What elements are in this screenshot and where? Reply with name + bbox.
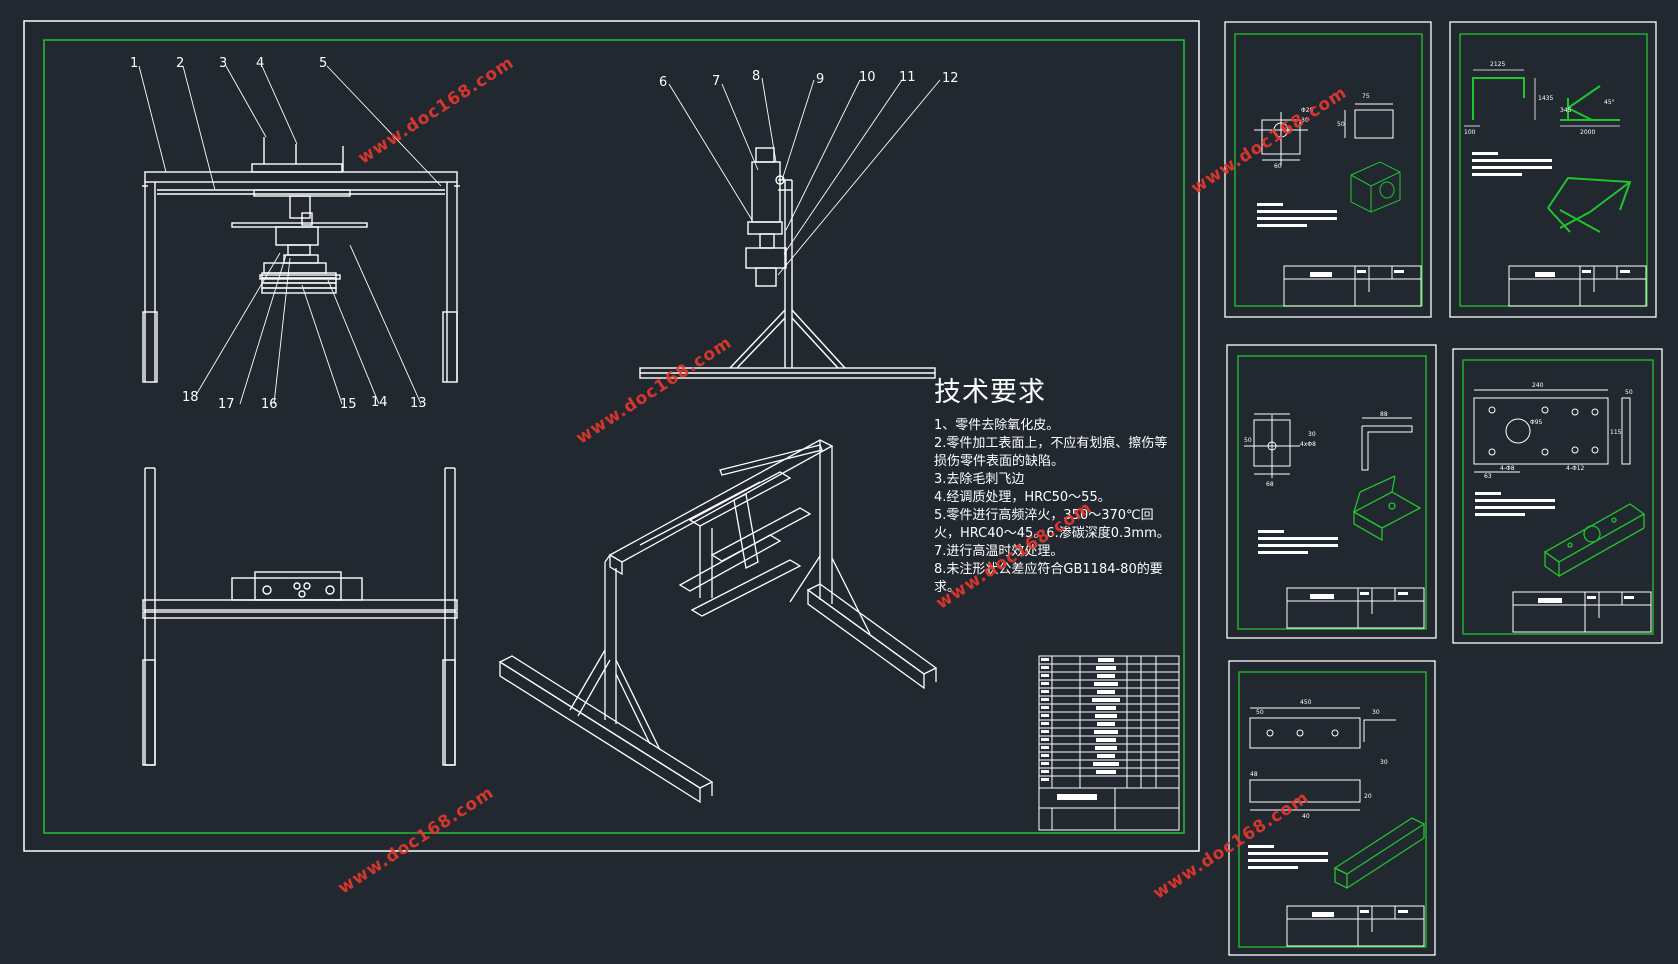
detail-sheet-l-bracket: 88 50 30 4xΦ8 68 xyxy=(1226,344,1437,639)
dim-label: 4-Φ12 xyxy=(1566,465,1585,472)
side-view-part-numbers: 6 7 8 9 10 11 12 xyxy=(659,69,959,90)
dim-label: 50 xyxy=(1244,437,1252,444)
requirement-item: 1、零件去除氧化皮。 xyxy=(934,418,1060,433)
detail-sheet-channel: 450 50 30 48 40 20 30 xyxy=(1228,660,1436,956)
part-number-6: 6 xyxy=(659,75,667,90)
dim-label: 30 xyxy=(1301,117,1309,124)
part-number-9: 9 xyxy=(816,72,824,87)
parts-list-title-block xyxy=(1038,655,1180,831)
part-number-12: 12 xyxy=(942,71,959,86)
dim-label: 450 xyxy=(1300,699,1312,706)
front-view-leaders xyxy=(138,65,442,405)
part-number-16: 16 xyxy=(261,397,278,412)
dim-label: 45° xyxy=(1604,99,1615,106)
dim-label: 2125 xyxy=(1490,61,1505,68)
dim-label: 60 xyxy=(1274,163,1282,170)
dim-label: 68 xyxy=(1266,481,1274,488)
part-number-13: 13 xyxy=(410,396,427,411)
dim-label: 30 xyxy=(1372,709,1380,716)
isometric-view xyxy=(498,439,938,804)
front-view-part-numbers: 1 2 3 4 5 18 17 16 15 14 13 xyxy=(130,56,427,412)
dim-label: 30 xyxy=(1380,759,1388,766)
dim-label: 4-Φ8 xyxy=(1500,465,1515,472)
part-number-5: 5 xyxy=(319,56,327,71)
dim-label: 4xΦ8 xyxy=(1300,441,1316,448)
main-sheet: 1 2 3 4 5 18 17 16 15 14 13 xyxy=(23,20,1200,852)
top-view xyxy=(142,467,458,766)
requirement-item: 8.未注形状公差应符合GB1184-80的要求。 xyxy=(934,562,1163,595)
dim-label: 50 xyxy=(1337,121,1345,128)
dim-label: 1435 xyxy=(1538,95,1553,102)
dim-label: 50 xyxy=(1256,709,1264,716)
part-number-2: 2 xyxy=(176,56,184,71)
dim-label: 48 xyxy=(1250,771,1258,778)
dim-label: 63 xyxy=(1484,473,1492,480)
dim-label: 240 xyxy=(1532,382,1544,389)
dim-label: 30 xyxy=(1308,431,1316,438)
dim-label: 40 xyxy=(1302,813,1310,820)
dim-label: 20 xyxy=(1364,793,1372,800)
part-number-7: 7 xyxy=(712,74,720,89)
part-number-18: 18 xyxy=(182,390,199,405)
part-number-11: 11 xyxy=(899,70,916,85)
detail-sheet-bearing-block: 75 50 60 Φ28 30 xyxy=(1224,21,1432,318)
dim-label: Φ28 xyxy=(1301,107,1314,114)
requirement-item: 5.零件进行高频淬火，350～370℃回火，HRC40～45。6.渗碳深度0.3… xyxy=(934,508,1170,559)
dim-label: Φ95 xyxy=(1530,419,1543,426)
part-number-1: 1 xyxy=(130,56,138,71)
part-number-17: 17 xyxy=(218,397,235,412)
part-number-10: 10 xyxy=(859,70,876,85)
part-number-8: 8 xyxy=(752,69,760,84)
detail-sheet-motor-plate: 240 50 Φ95 115 63 4-Φ8 4-Φ12 xyxy=(1452,348,1663,644)
dim-label: 75 xyxy=(1362,93,1370,100)
detail-sheet-frame: 2125 1435 2000 45° 100 345 xyxy=(1449,21,1657,318)
requirement-item: 4.经调质处理，HRC50～55。 xyxy=(934,490,1111,505)
parts-list-text-bars xyxy=(1041,658,1120,800)
technical-requirements: 技术要求 1、零件去除氧化皮。 2.零件加工表面上，不应有划痕、擦伤等损伤零件表… xyxy=(934,370,1174,597)
part-number-4: 4 xyxy=(256,56,264,71)
requirement-item: 3.去除毛刺飞边 xyxy=(934,472,1025,487)
dim-label: 88 xyxy=(1380,411,1388,418)
dim-label: 100 xyxy=(1464,129,1476,136)
side-view-leaders xyxy=(668,77,941,276)
dim-label: 345 xyxy=(1560,107,1572,114)
technical-requirements-title: 技术要求 xyxy=(934,377,1046,408)
main-sheet-outer-border xyxy=(23,20,1200,852)
side-view xyxy=(639,147,936,379)
part-number-15: 15 xyxy=(340,397,357,412)
front-view xyxy=(142,137,460,383)
part-number-14: 14 xyxy=(371,395,388,410)
requirement-item: 2.零件加工表面上，不应有划痕、擦伤等损伤零件表面的缺陷。 xyxy=(934,436,1168,469)
dim-label: 50 xyxy=(1625,389,1633,396)
main-sheet-inner-border xyxy=(43,39,1185,834)
dim-label: 115 xyxy=(1610,429,1622,436)
dim-label: 2000 xyxy=(1580,129,1595,136)
part-number-3: 3 xyxy=(219,56,227,71)
